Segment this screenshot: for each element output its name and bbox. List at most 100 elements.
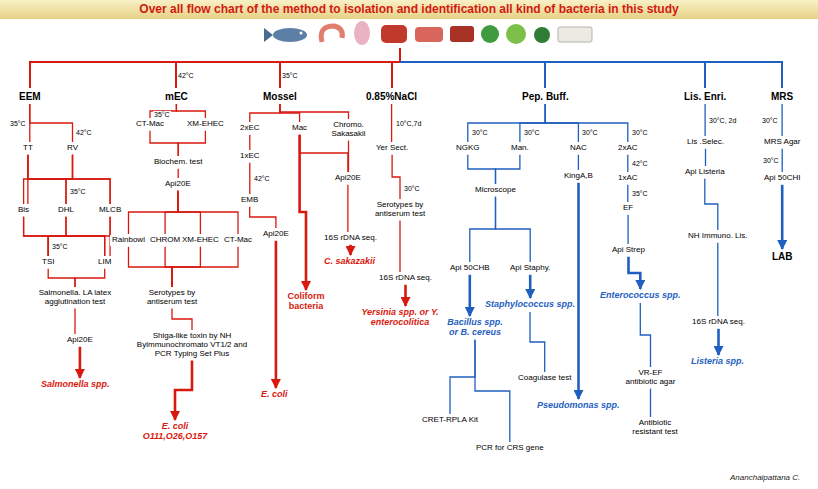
flow-line — [150, 104, 176, 118]
node-text: Serotypes by antiserum test — [132, 289, 212, 307]
flow-line — [280, 104, 300, 122]
result-label: Enterococcus spp. — [598, 290, 683, 302]
result-label: E. coli — [259, 389, 290, 401]
flow-line — [717, 243, 718, 316]
flow-line — [178, 131, 205, 156]
step-label: Serotypes by antiserum test — [358, 200, 442, 220]
node-text: Rainbowl — [112, 236, 145, 245]
step-label: RV — [65, 143, 80, 154]
flow-line — [74, 309, 75, 334]
flow-line — [496, 155, 520, 184]
flow-line — [782, 149, 783, 172]
flow-line — [468, 104, 546, 142]
vegetable-icon — [481, 25, 499, 43]
flow-line — [704, 104, 705, 136]
result-label: Salmonella spp. — [39, 379, 112, 391]
flow-line — [496, 197, 531, 262]
node-text: LIM — [98, 258, 111, 267]
step-label: 2xEC — [238, 123, 262, 134]
step-label: Yer Sect. — [374, 143, 410, 154]
flow-line — [165, 191, 178, 234]
node-text: Api 50CHB — [450, 264, 490, 273]
step-label: KingA,B — [562, 171, 595, 182]
step-label: Api Strep — [610, 245, 647, 256]
step-label: Api Staphy. — [508, 263, 552, 274]
flow-line — [172, 247, 238, 287]
node-text: EF — [623, 204, 633, 213]
node-text: Lis .Selec. — [687, 138, 724, 147]
node-text: Api Listeria — [685, 168, 725, 177]
step-label: XM-EHEC — [185, 119, 226, 130]
flow-line — [705, 149, 706, 166]
flow-line — [391, 104, 392, 142]
flow-line — [176, 104, 205, 118]
step-label: Api20E — [333, 173, 363, 184]
flow-line — [300, 135, 348, 172]
flow-line — [129, 191, 178, 234]
tofu-icon — [558, 27, 592, 42]
step-label: CHROM — [148, 235, 182, 246]
node-text: EEM — [19, 91, 41, 102]
flow-line — [475, 340, 510, 442]
step-label: 1xEC — [238, 151, 262, 162]
medium-label: LAB — [770, 250, 795, 263]
node-text: Yer Sect. — [376, 144, 408, 153]
node-text: CT-Mac — [224, 236, 252, 245]
step-label: MRS Agar — [762, 137, 802, 148]
flow-line — [48, 217, 110, 256]
node-text: DHL — [58, 206, 74, 215]
node-text: Api Strep — [612, 246, 645, 255]
meat-icon — [381, 25, 407, 43]
step-label: Salmonella. LA latex agglutination test — [23, 288, 127, 308]
flow-line — [75, 269, 105, 287]
step-label: NAC — [568, 143, 589, 154]
result-arrow — [175, 360, 192, 420]
result-arrow — [275, 241, 278, 388]
node-text: Bacillus spp. or B. cereus — [444, 318, 506, 338]
node-text: XM-EHEC — [182, 236, 219, 245]
medium-label: Mossel — [261, 90, 299, 103]
step-label: Shiga-like toxin by NH Bylmmunochromato … — [131, 331, 253, 359]
temperature-label: 30°C — [762, 157, 780, 164]
step-label: Api 50CHI — [762, 173, 802, 184]
step-label: Api20E — [65, 335, 95, 346]
flow-line — [640, 303, 650, 367]
node-text: TSI — [42, 258, 54, 267]
flow-line — [627, 215, 628, 244]
node-text: PCR for CRS gene — [476, 444, 544, 453]
step-label: EMB — [239, 195, 260, 206]
medium-label: 0.85%NaCl — [364, 90, 419, 103]
node-text: CHROM — [150, 236, 180, 245]
node-text: TT — [23, 144, 33, 153]
flow-line — [450, 340, 475, 414]
bus-line — [704, 62, 706, 88]
step-label: TT — [21, 143, 35, 154]
result-arrow — [577, 183, 580, 399]
flow-line — [545, 104, 628, 142]
medium-label: Pep. Buff. — [520, 90, 571, 103]
node-text: XM-EHEC — [187, 120, 224, 129]
temperature-label: 30°C — [631, 129, 649, 136]
node-text: Api20E — [263, 230, 289, 239]
node-text: VR-EF antibiotic agar — [623, 369, 678, 387]
temperature-label: 42°C — [631, 160, 649, 167]
temperature-label: 10°C,7d — [395, 120, 422, 127]
temperature-label: 35°C — [153, 111, 171, 118]
step-label: 16S rDNA seq. — [377, 273, 434, 284]
result-arrow — [529, 275, 532, 298]
result-label: Bacillus spp. or B. cereus — [442, 317, 508, 339]
step-label: DHL — [56, 205, 76, 216]
flow-line — [250, 207, 276, 228]
flow-line — [348, 141, 349, 172]
flow-line — [150, 131, 178, 156]
node-text: Coliform bacteria — [281, 292, 331, 312]
flow-line — [627, 185, 628, 202]
bus-line — [544, 62, 546, 88]
node-text: Api20E — [165, 180, 191, 189]
flow-line — [650, 389, 651, 417]
food-icons — [264, 21, 592, 45]
node-text: Api20E — [67, 336, 93, 345]
flow-line — [781, 104, 782, 136]
flow-line — [705, 179, 718, 230]
step-label: Mac — [290, 123, 309, 134]
